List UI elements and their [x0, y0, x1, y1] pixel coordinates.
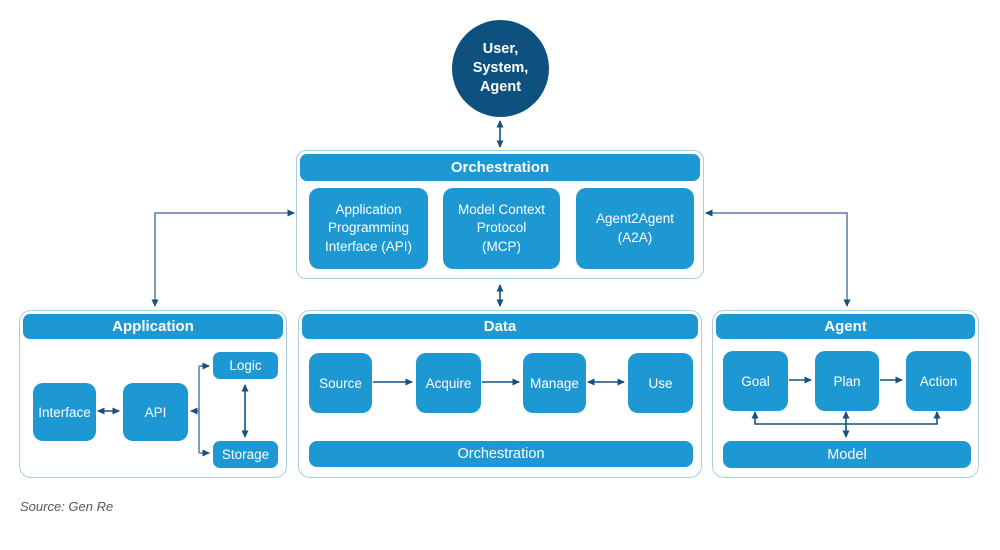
source-node: Source: [309, 353, 372, 413]
application-panel-title: Application: [23, 314, 283, 339]
mcp-line-3: (MCP): [482, 238, 521, 254]
api-line-1: Application: [335, 201, 402, 217]
application-panel: Application Interface API Logic Storage: [19, 310, 287, 478]
circle-line-1: User,: [482, 41, 519, 57]
a2a-protocol-node: Agent2Agent (A2A): [576, 188, 694, 269]
action-node: Action: [906, 351, 971, 411]
api-line-3: Interface (API): [324, 238, 413, 254]
storage-node: Storage: [213, 441, 278, 468]
circle-line-2: System,: [472, 60, 529, 76]
agent-panel-title: Agent: [716, 314, 975, 339]
data-orchestration-bar: Orchestration: [309, 441, 693, 467]
orchestration-panel-title: Orchestration: [300, 154, 700, 181]
api-node: API: [123, 383, 188, 441]
manage-node: Manage: [523, 353, 586, 413]
logic-node: Logic: [213, 352, 278, 379]
agent-panel: Agent Goal Plan Action Model: [712, 310, 979, 478]
a2a-line-2: (A2A): [617, 229, 653, 245]
orchestration-panel: Orchestration Application Programming In…: [296, 150, 704, 279]
connector-orchestration-application: [151, 209, 295, 307]
user-system-agent-node: User, System, Agent: [452, 20, 549, 117]
api-line-2: Programming: [327, 220, 410, 236]
mcp-protocol-node: Model Context Protocol (MCP): [443, 188, 560, 269]
goal-node: Goal: [723, 351, 788, 411]
model-bar: Model: [723, 441, 971, 468]
data-panel: Data Source Acquire Manage Use Orchestra…: [298, 310, 702, 478]
use-node: Use: [628, 353, 693, 413]
data-panel-title: Data: [302, 314, 698, 339]
acquire-node: Acquire: [416, 353, 481, 413]
mcp-line-1: Model Context: [457, 201, 546, 217]
circle-line-3: Agent: [479, 79, 522, 95]
mcp-line-2: Protocol: [476, 220, 527, 236]
api-protocol-node: Application Programming Interface (API): [309, 188, 428, 269]
plan-node: Plan: [815, 351, 879, 411]
source-note: Source: Gen Re: [20, 499, 114, 514]
interface-node: Interface: [33, 383, 96, 441]
a2a-line-1: Agent2Agent: [595, 211, 675, 226]
connector-orchestration-agent: [705, 209, 851, 307]
